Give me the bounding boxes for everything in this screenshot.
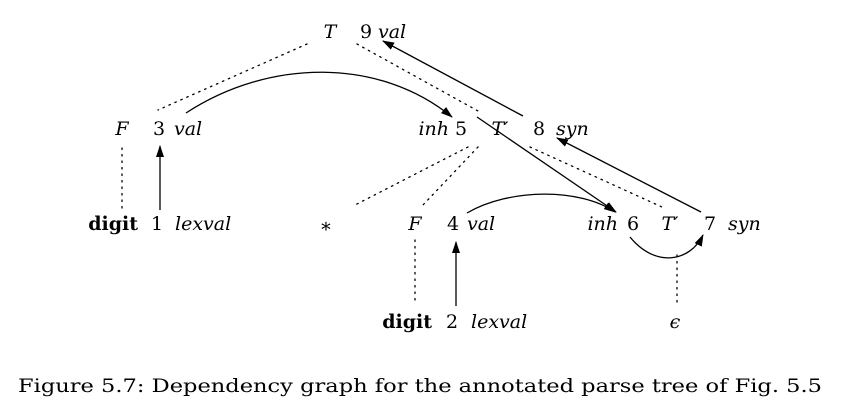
node-symbol: T′ bbox=[662, 213, 680, 235]
node-symbol: ∗ bbox=[320, 215, 333, 237]
node-number: 6 bbox=[627, 213, 639, 235]
node-attribute: val bbox=[467, 213, 495, 235]
node-number: 2 bbox=[446, 311, 458, 333]
node-number: 1 bbox=[151, 213, 163, 235]
node-f-left: F 3 val bbox=[114, 118, 202, 140]
node-epsilon: ϵ bbox=[670, 311, 681, 333]
dep-edge-7-8 bbox=[556, 137, 702, 213]
node-f-middle: F 4 val bbox=[407, 213, 495, 235]
figure-caption: Figure 5.7: Dependency graph for the ann… bbox=[18, 375, 822, 397]
node-attribute: val bbox=[378, 21, 406, 43]
dep-edge-8-9 bbox=[382, 40, 524, 117]
node-pre-attribute: inh bbox=[418, 118, 449, 140]
tree-edge-t1-star bbox=[354, 146, 469, 206]
node-number: 4 bbox=[447, 213, 459, 235]
parse-tree-edges bbox=[121, 43, 678, 308]
node-tprime-lower: inh 6 T′ 7 syn bbox=[587, 213, 760, 235]
node-star: ∗ bbox=[320, 215, 333, 237]
node-digit-left: digit 1 lexval bbox=[88, 213, 231, 235]
node-symbol: T bbox=[324, 21, 338, 43]
tree-edge-t1-f bbox=[422, 146, 479, 206]
node-number: 5 bbox=[455, 118, 467, 140]
node-number: 3 bbox=[153, 118, 165, 140]
tree-edge-t1-t2 bbox=[529, 146, 663, 208]
node-number-2: 8 bbox=[533, 118, 545, 140]
node-symbol: T′ bbox=[492, 118, 510, 140]
node-symbol: ϵ bbox=[670, 311, 681, 333]
node-attribute: syn bbox=[556, 118, 589, 140]
node-number: 9 bbox=[360, 21, 372, 43]
node-number-2: 7 bbox=[704, 213, 716, 235]
node-tprime-upper: inh 5 T′ 8 syn bbox=[418, 118, 588, 140]
dep-edge-5-6 bbox=[476, 116, 617, 213]
node-attribute: val bbox=[174, 118, 202, 140]
node-attribute: syn bbox=[728, 213, 761, 235]
dep-edge-3-5 bbox=[185, 71, 453, 118]
dep-edge-4-6 bbox=[466, 193, 616, 214]
node-symbol: digit bbox=[88, 213, 138, 235]
tree-edge-t-f bbox=[157, 43, 308, 111]
node-attribute: lexval bbox=[175, 213, 231, 235]
dependency-edges bbox=[156, 40, 704, 306]
tree-edge-t-tprime bbox=[356, 43, 479, 112]
dep-edge-6-7 bbox=[629, 234, 704, 259]
node-symbol: F bbox=[114, 118, 129, 140]
node-symbol: F bbox=[407, 213, 422, 235]
node-symbol: digit bbox=[382, 311, 432, 333]
node-pre-attribute: inh bbox=[587, 213, 618, 235]
node-digit-middle: digit 2 lexval bbox=[382, 311, 527, 333]
node-t-root: T 9 val bbox=[324, 21, 406, 43]
node-attribute: lexval bbox=[471, 311, 527, 333]
